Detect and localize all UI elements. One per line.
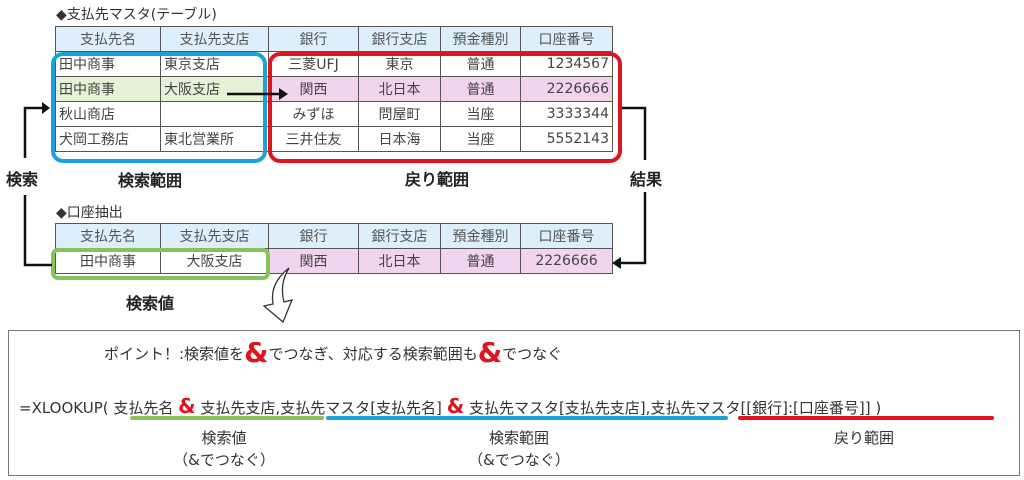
cell-payee-name: 犬岡工務店 (55, 126, 161, 152)
cell-bank: 関西 (268, 248, 359, 274)
arrowhead-icon (612, 257, 621, 269)
cell-payee-name-input[interactable]: 田中商事 (55, 248, 161, 274)
curved-down-arrow-icon (262, 267, 294, 324)
formula-arg1-a: 支払先名 (113, 399, 174, 417)
point-middle: でつなぎ、対応する検索範囲も (268, 345, 478, 363)
arrowhead-icon (279, 88, 288, 100)
formula-func: =XLOOKUP( (19, 399, 109, 417)
table-row-matched: 田中商事 大阪支店 関西 北日本 普通 2226666 (55, 76, 613, 102)
point-prefix: ポイント！:検索値を (104, 345, 245, 363)
cell-bank-branch: 問屋町 (358, 101, 441, 127)
arg1-label-main: 検索値 (201, 429, 247, 447)
arg2-label-sub: （&でつなぐ） (468, 451, 570, 469)
master-header-row: 支払先名 支払先支店 銀行 銀行支店 預金種別 口座番号 (55, 26, 613, 52)
result-arrow-icon (618, 106, 647, 265)
cell-payee-name: 田中商事 (55, 76, 161, 102)
header-account-number: 口座番号 (520, 223, 613, 249)
cell-bank-branch: 北日本 (358, 248, 441, 274)
point-line: ポイント！:検索値を&でつなぎ、対応する検索範囲も&でつなぐ (104, 339, 563, 367)
arrowhead-icon (42, 102, 50, 114)
header-bank-branch: 銀行支店 (358, 26, 441, 52)
header-bank: 銀行 (268, 26, 359, 52)
arg3-label: 戻り範囲 (799, 427, 929, 449)
cell-bank-branch: 日本海 (358, 126, 441, 152)
search-arrow-icon (23, 106, 52, 267)
arg1-label: 検索値 （&でつなぐ） (149, 427, 299, 471)
return-range-frame (268, 52, 622, 163)
point-suffix: でつなぐ (502, 345, 563, 363)
search-value-label: 検索値 (126, 294, 175, 313)
point-box: ポイント！:検索値を&でつなぎ、対応する検索範囲も&でつなぐ =XLOOKUP(… (8, 330, 1020, 476)
cell-deposit-type: 普通 (440, 248, 521, 274)
return-range-label: 戻り範囲 (405, 170, 470, 189)
cell-account-number: 2226666 (520, 248, 613, 274)
cell-payee-name: 秋山商店 (55, 101, 161, 127)
arg2-underline (326, 416, 728, 420)
search-label: 検索 (6, 170, 39, 189)
cell-account-number: 3333344 (520, 101, 613, 127)
cell-bank: みずほ (268, 101, 359, 127)
extract-table-title: ◆口座抽出 (56, 205, 123, 221)
xlookup-formula: =XLOOKUP( 支払先名 & 支払先支店,支払先マスタ[支払先名] & 支払… (19, 394, 881, 418)
formula-arg1-b: 支払先支店 (200, 399, 276, 417)
master-table: 支払先名 支払先支店 銀行 銀行支店 預金種別 口座番号 田中商事 東京支店 三… (55, 26, 613, 152)
point-amp-2: & (477, 336, 503, 369)
formula-amp-1: & (178, 394, 196, 418)
header-deposit-type: 預金種別 (440, 223, 521, 249)
header-deposit-type: 預金種別 (440, 26, 521, 52)
search-value-frame (51, 248, 270, 280)
header-payee-branch: 支払先支店 (160, 26, 269, 52)
cell-deposit-type: 当座 (440, 126, 521, 152)
result-label: 結果 (630, 170, 663, 189)
cell-bank: 関西 (268, 76, 359, 102)
formula-close: ) (875, 399, 882, 417)
formula-amp-2: & (446, 394, 465, 418)
header-bank: 銀行 (268, 223, 359, 249)
extract-table: 支払先名 支払先支店 銀行 銀行支店 預金種別 口座番号 田中商事 大阪支店 関… (55, 223, 613, 274)
formula-arg2-a: 支払先マスタ[支払先名] (280, 399, 442, 417)
cell-account-number: 2226666 (520, 76, 613, 102)
header-bank-branch: 銀行支店 (358, 223, 441, 249)
cell-bank: 三井住友 (268, 126, 359, 152)
search-range-frame (51, 52, 267, 163)
formula-comma-1: , (275, 399, 281, 417)
arg2-label: 検索範囲 （&でつなぐ） (439, 427, 599, 471)
header-payee-name: 支払先名 (55, 223, 161, 249)
master-table-title: ◆支払先マスタ(テーブル) (56, 7, 217, 23)
table-row: 秋山商店 みずほ 問屋町 当座 3333344 (55, 101, 613, 127)
search-range-label: 検索範囲 (118, 171, 183, 190)
arg1-underline (130, 416, 324, 420)
formula-arg3: 支払先マスタ[[銀行]:[口座番号]] (650, 399, 871, 417)
arg3-label-main: 戻り範囲 (833, 429, 894, 447)
formula-arg2-b: 支払先マスタ[支払先支店] (468, 399, 646, 417)
arg3-underline (738, 416, 994, 420)
extract-header-row: 支払先名 支払先支店 銀行 銀行支店 預金種別 口座番号 (55, 223, 613, 249)
header-payee-branch: 支払先支店 (160, 223, 269, 249)
arg1-label-sub: （&でつなぐ） (173, 451, 275, 469)
table-row: 犬岡工務店 東北営業所 三井住友 日本海 当座 5552143 (55, 126, 613, 152)
cell-account-number: 5552143 (520, 126, 613, 152)
arg2-label-main: 検索範囲 (488, 429, 549, 447)
formula-comma-2: , (645, 399, 651, 417)
table-row-result: 田中商事 大阪支店 関西 北日本 普通 2226666 (55, 248, 613, 274)
point-amp-1: & (244, 336, 269, 369)
